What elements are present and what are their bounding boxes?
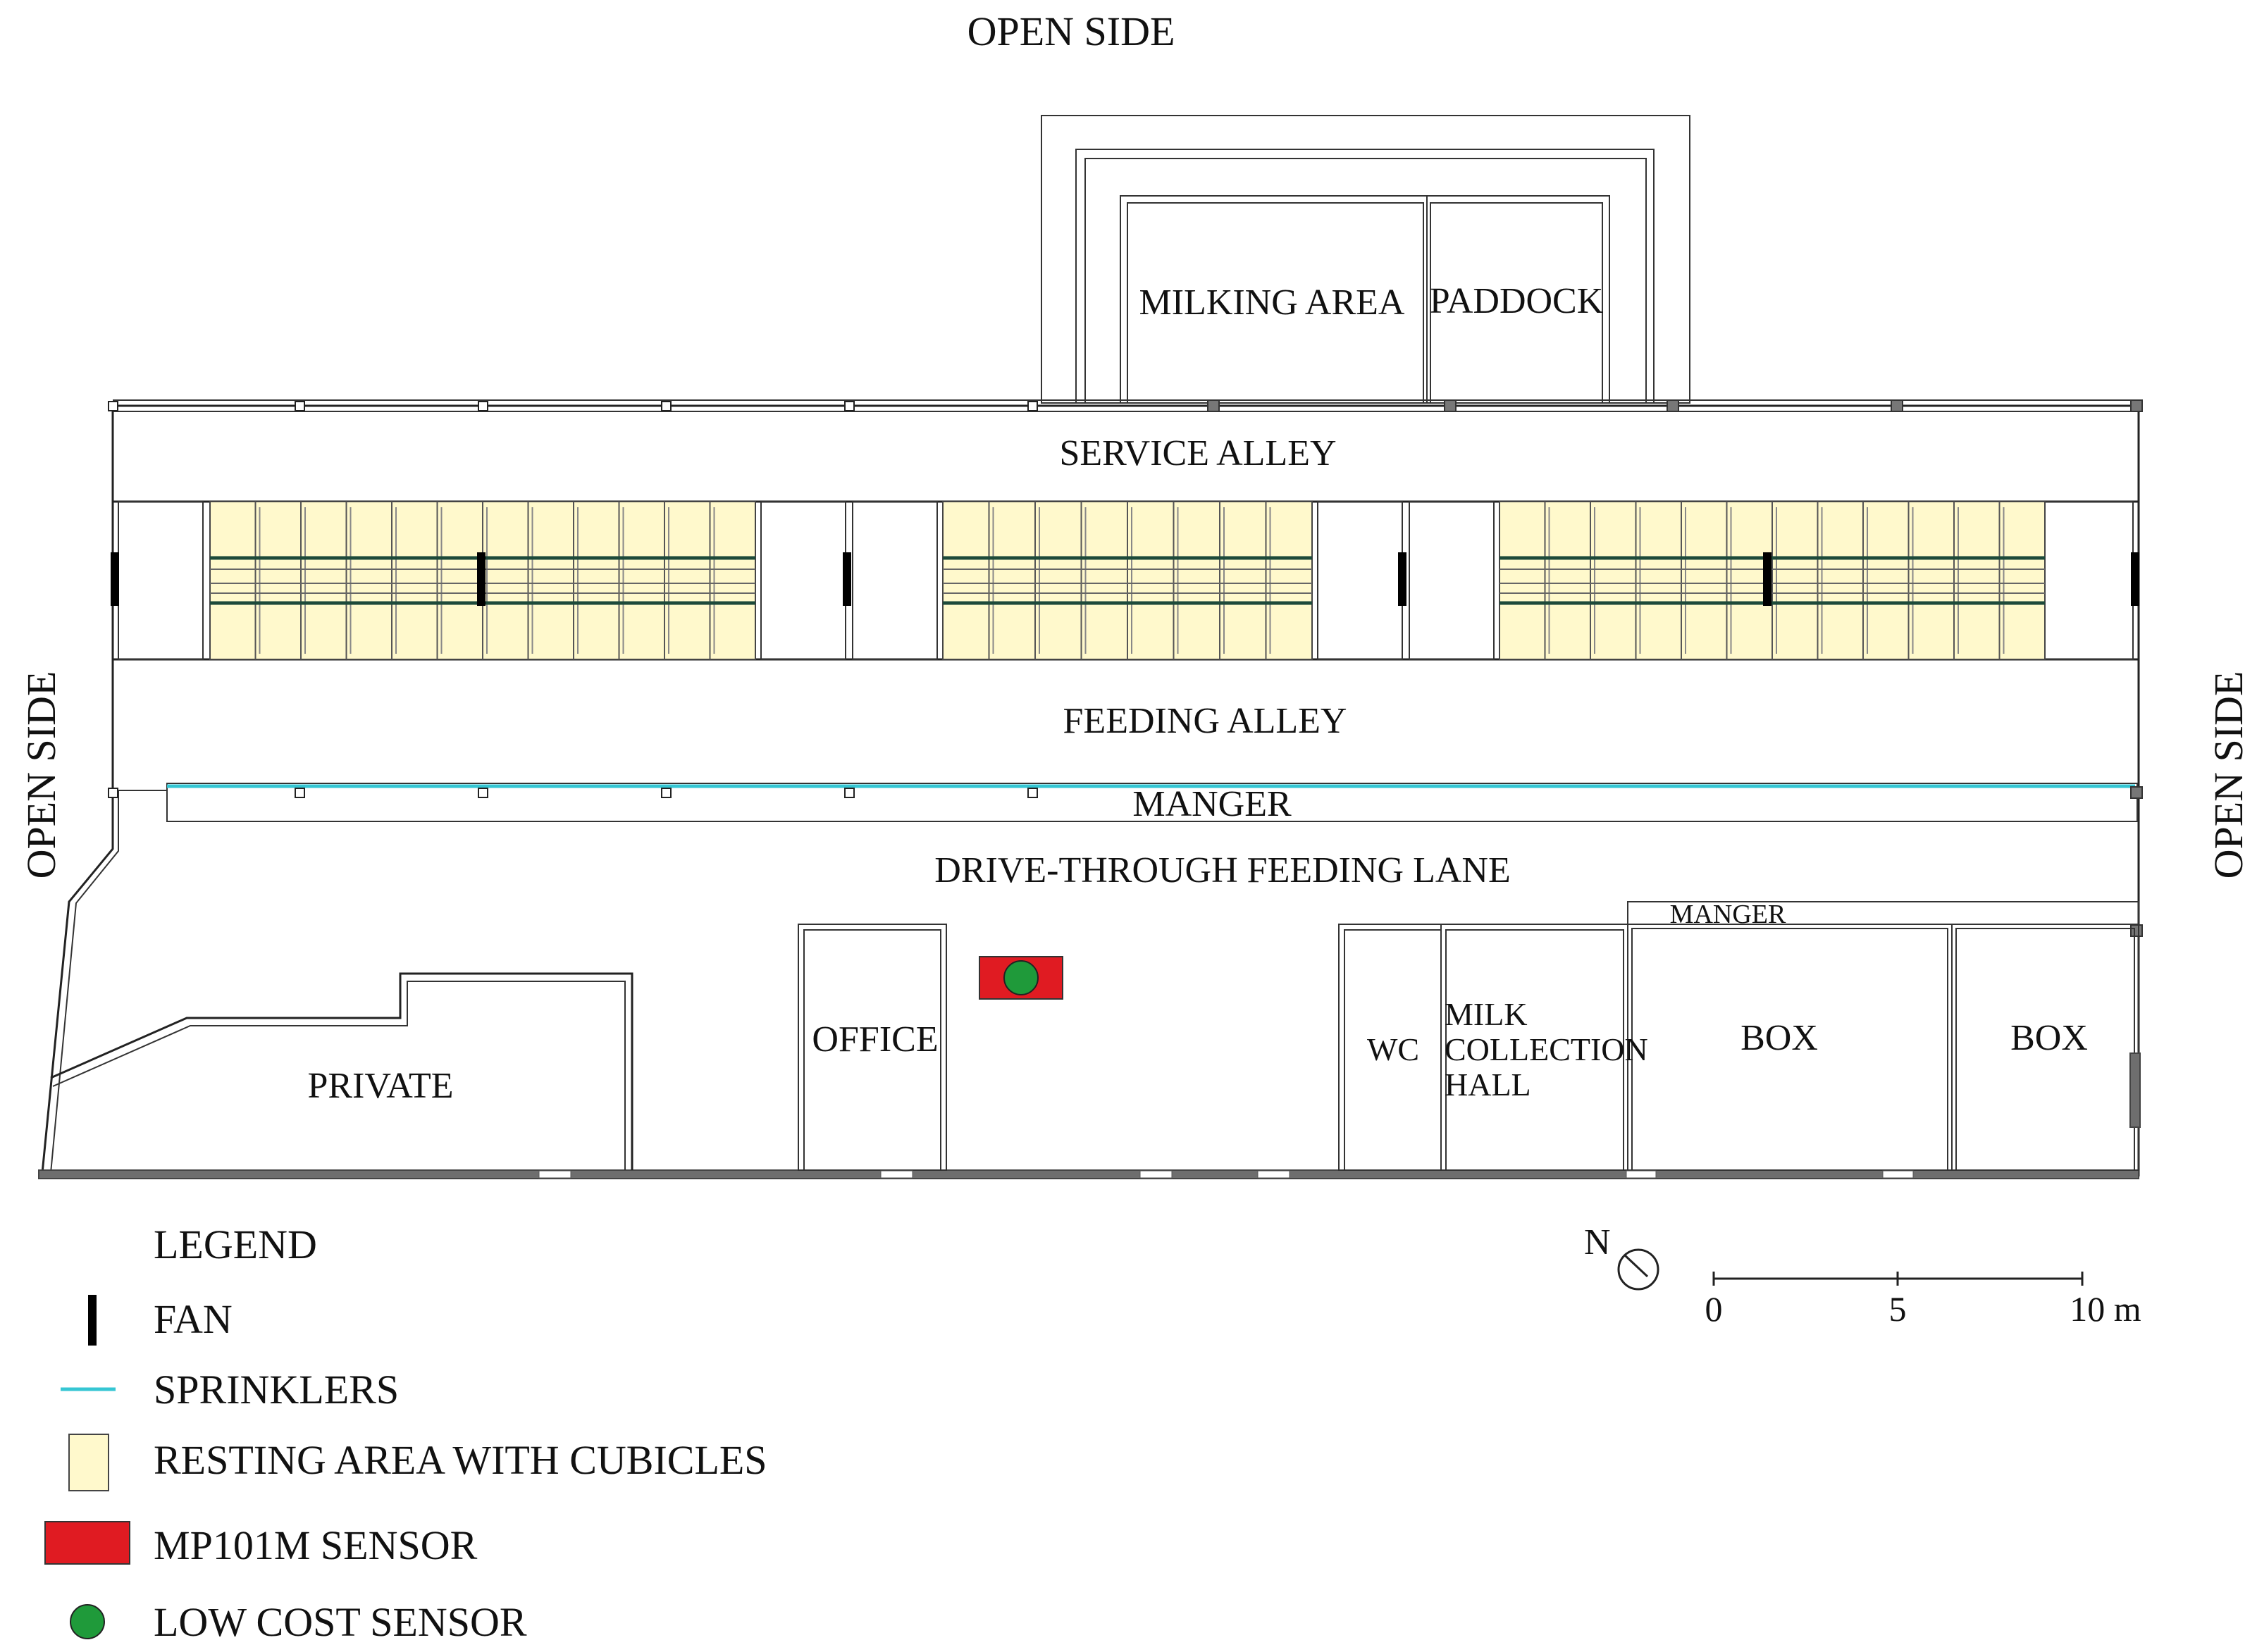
private-label: PRIVATE [307,1066,453,1106]
open-side-left-label: OPEN SIDE [18,671,64,879]
cubicle-swatch [68,1434,109,1491]
scale-tick-10: 10 m [2070,1289,2141,1329]
milk-hall-label-line1: MILK [1445,996,1528,1032]
milk-hall-label-line2: COLLECTION [1445,1031,1648,1067]
open-side-right-label: OPEN SIDE [2206,671,2251,879]
service-alley-label: SERVICE ALLEY [1059,433,1336,473]
scale-tick-0: 0 [1705,1289,1723,1329]
legend-item-sprinklers: SPRINKLERS [154,1367,399,1412]
fans [111,552,2139,606]
compass-icon [1617,1248,1659,1291]
north-label: N [1584,1222,1611,1262]
fan-icon [843,552,851,606]
legend-item-resting-area: RESTING AREA WITH CUBICLES [154,1437,767,1483]
legend-title: LEGEND [154,1222,317,1267]
north-arrow: N [1584,1222,1659,1291]
box-1-label: BOX [1740,1018,1818,1058]
manger [113,783,2138,822]
office-label: OFFICE [812,1019,938,1060]
drive-through-label: DRIVE-THROUGH FEEDING LANE [934,850,1510,890]
feeding-alley-label: FEEDING ALLEY [1063,701,1347,741]
manger-label: MANGER [1132,784,1292,824]
legend: LEGEND FAN SPRINKLERS RESTING AREA WITH … [44,1222,767,1645]
cubicle-rows [118,501,2134,660]
paddock-label: PADDOCK [1430,281,1604,321]
milking-structure [1041,115,1690,404]
milk-hall-label-line3: HALL [1445,1067,1531,1103]
wc-label: WC [1367,1031,1419,1067]
milking-area-label: MILKING AREA [1139,282,1405,323]
open-side-top-label: OPEN SIDE [967,8,1175,54]
legend-item-fan: FAN [154,1296,233,1342]
box-2-label: BOX [2010,1018,2088,1058]
fan-icon [111,552,119,606]
sensor-on-plan [979,956,1063,1000]
manger-small-label: MANGER [1670,900,1786,929]
legend-item-low-cost: LOW COST SENSOR [154,1599,527,1645]
structural-posts [108,399,2143,937]
low-cost-sensor-icon [1003,960,1039,995]
scale-bar: 0 5 10 m [1705,1272,2141,1329]
fan-icon [2131,552,2139,606]
fan-icon [477,552,486,606]
door-openings [538,1170,1914,1179]
lower-rooms [50,901,2141,1171]
fan-icon [88,1295,97,1346]
legend-item-mp101m: MP101M SENSOR [154,1522,478,1568]
fan-icon [1398,552,1406,606]
low-cost-sensor-icon [70,1604,105,1639]
scale-tick-5: 5 [1889,1289,1907,1329]
mp101m-sensor-icon [44,1521,130,1565]
fan-icon [1763,552,1771,606]
